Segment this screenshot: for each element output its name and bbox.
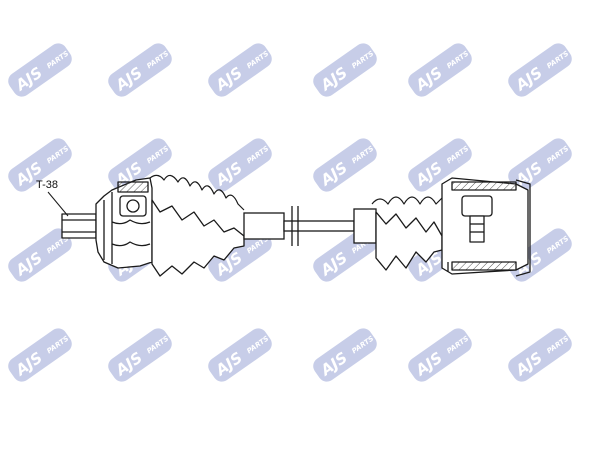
inner-boot-spring: [371, 196, 443, 205]
watermark-badge: [508, 43, 572, 97]
outer-boot-spring: [149, 174, 245, 211]
watermark-badge: [508, 328, 572, 382]
watermark-badge: [8, 138, 72, 192]
tripod-spider: [461, 195, 493, 217]
watermark-badge: [408, 43, 472, 97]
watermark-badge: [408, 328, 472, 382]
watermark-badge: [313, 43, 377, 97]
watermark-badge: [313, 138, 377, 192]
watermark-badge: [408, 138, 472, 192]
shaft-bar: [283, 220, 355, 232]
inner-boot: [375, 211, 443, 271]
callout-leader: [47, 191, 69, 217]
watermark-badge: [313, 328, 377, 382]
shaft-collar-left: [243, 212, 285, 240]
axle-shaft: [243, 206, 377, 246]
outer-cv-joint: [61, 174, 245, 277]
tripod-pin: [469, 215, 485, 243]
stub-shaft: [61, 213, 97, 239]
watermark-badge: [108, 328, 172, 382]
watermark-badge: [508, 138, 572, 192]
watermark-badge: [8, 228, 72, 282]
shaft-collar-right: [353, 208, 377, 244]
t38-callout: T-38: [36, 179, 69, 217]
watermark-badge: [8, 43, 72, 97]
watermark-badge: [208, 228, 272, 282]
watermark-badge: [508, 228, 572, 282]
watermark-badge: [108, 43, 172, 97]
tripod-housing: [441, 177, 529, 275]
outer-boot: [151, 199, 245, 277]
watermark-badge: [108, 138, 172, 192]
inner-cv-joint: [371, 177, 531, 277]
watermark-badge: [208, 138, 272, 192]
watermark-badge: [8, 328, 72, 382]
watermark-badge: [208, 328, 272, 382]
part-label: T-38: [36, 179, 58, 191]
watermark-badge: [208, 43, 272, 97]
